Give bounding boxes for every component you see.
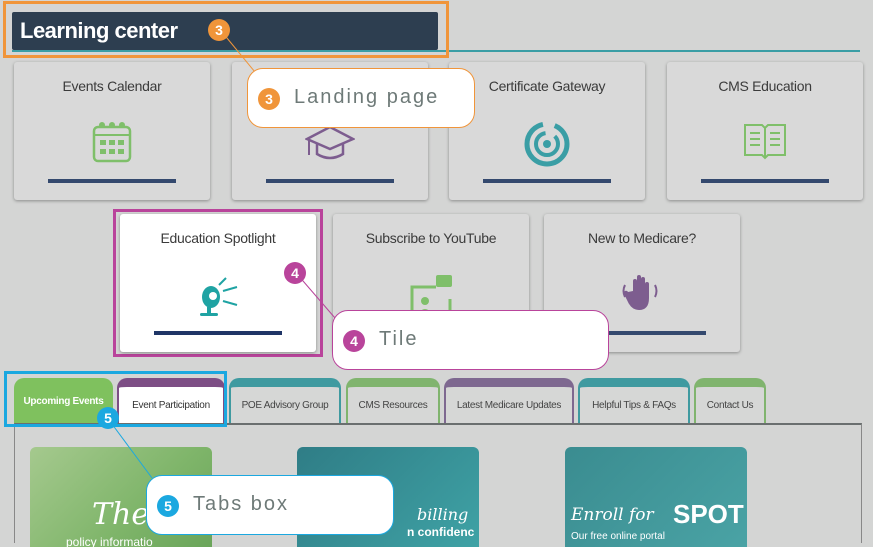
tile-title: Education Spotlight — [160, 230, 276, 246]
tile-cms-education[interactable]: CMS Education — [667, 62, 863, 200]
calendar-icon — [92, 122, 132, 163]
tile-title: CMS Education — [718, 78, 812, 94]
promo-card-3[interactable]: Enroll for SPOT Our free online portal — [565, 447, 747, 547]
callout-badge: 5 — [157, 495, 179, 517]
tile-bar — [154, 331, 282, 335]
promo-text: The — [92, 497, 150, 532]
tile-bar — [48, 179, 176, 183]
annotation-box-tile — [113, 209, 323, 357]
promo-text: Enroll for — [571, 505, 654, 525]
tab-content-panel — [14, 423, 862, 543]
promo-text: billing — [417, 505, 469, 524]
tile-bar — [578, 331, 706, 335]
waving-hand-icon — [622, 275, 658, 310]
tile-title: Events Calendar — [62, 78, 162, 94]
tab-poe-advisory-group[interactable]: POE Advisory Group — [229, 378, 341, 425]
tab-event-participation[interactable]: Event Participation — [117, 378, 225, 425]
tile-bar — [483, 179, 611, 183]
tile-events-calendar[interactable]: Events Calendar — [14, 62, 210, 200]
callout-tabs-box: 5 Tabs box — [146, 475, 394, 535]
promo-brand: SPOT — [673, 499, 744, 529]
callout-badge: 3 — [258, 88, 280, 110]
graduation-cap-icon — [305, 125, 355, 160]
tile-certificate-gateway[interactable]: Certificate Gateway — [449, 62, 645, 200]
target-icon — [524, 121, 570, 167]
tab-upcoming-events[interactable]: Upcoming Events — [14, 378, 113, 425]
promo-text: Our free online portal — [571, 531, 665, 542]
callout-badge: 4 — [343, 330, 365, 352]
tile-bar — [701, 179, 829, 183]
tab-contact-us[interactable]: Contact Us — [694, 378, 766, 425]
tile-title: Certificate Gateway — [488, 78, 606, 94]
annotation-badge-4: 4 — [284, 262, 306, 284]
page-header: Learning center — [12, 12, 438, 50]
page-title: Learning center — [20, 18, 178, 43]
callout-label: Tile — [379, 328, 419, 350]
tab-helpful-tips-faqs[interactable]: Helpful Tips & FAQs — [578, 378, 690, 425]
callout-tile: 4 Tile — [332, 310, 609, 370]
tab-cms-resources[interactable]: CMS Resources — [346, 378, 440, 425]
header-divider — [12, 50, 860, 52]
annotation-box-landing-page — [3, 1, 449, 58]
tab-latest-medicare-updates[interactable]: Latest Medicare Updates — [444, 378, 574, 425]
annotation-badge-5: 5 — [97, 407, 119, 429]
promo-text: n confidenc — [407, 525, 475, 539]
annotation-badge-3: 3 — [208, 19, 230, 41]
callout-landing-page: 3 Landing page — [247, 68, 475, 128]
tile-title: New to Medicare? — [587, 230, 697, 246]
open-book-icon — [744, 124, 786, 160]
tile-education-spotlight[interactable]: Education Spotlight — [120, 214, 316, 352]
spotlight-icon — [200, 277, 238, 316]
callout-label: Landing page — [294, 86, 440, 108]
tile-bar — [266, 179, 394, 183]
tile-title: Subscribe to YouTube — [365, 230, 497, 246]
callout-label: Tabs box — [193, 493, 290, 515]
